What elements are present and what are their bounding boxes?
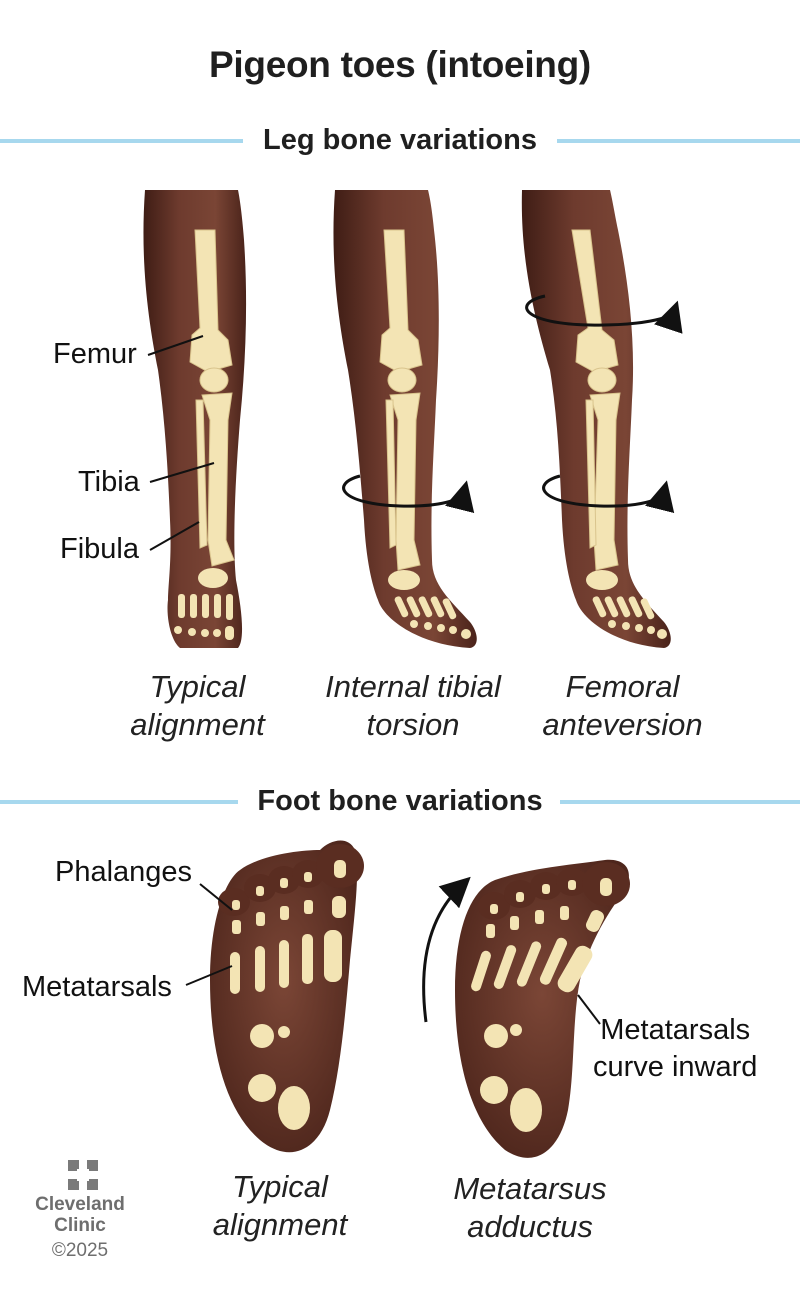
leg-section-rule-left: [0, 139, 243, 143]
copyright-text: ©2025: [51, 1240, 109, 1261]
rotation-arrow-icon: [542, 474, 675, 514]
label-metatarsals: Metatarsals: [22, 971, 172, 1003]
label-metatarsals-curve-inward: Metatarsals curve inward: [593, 1014, 758, 1083]
curve-arrow-icon: [422, 876, 471, 1023]
label-phalanges: Phalanges: [55, 856, 193, 888]
foot-metatarsus-adductus-illustration: [422, 859, 630, 1158]
logo-name-line1: Cleveland: [35, 1194, 125, 1215]
leg-typical-illustration: [140, 180, 250, 648]
leg-femoral-anteversion-illustration: [515, 180, 683, 648]
rotation-arrow-icon: [525, 294, 683, 334]
label-fibula: Fibula: [60, 533, 139, 565]
foot-section-rule-right: [560, 800, 800, 804]
cleveland-clinic-logo: Cleveland Clinic ©2025: [30, 1194, 130, 1262]
cleveland-clinic-logo-icon: [68, 1160, 98, 1190]
foot-section-title: Foot bone variations: [257, 785, 543, 817]
label-femur: Femur: [53, 338, 137, 370]
leg-tibial-torsion-illustration: [330, 180, 477, 648]
leg-section-title: Leg bone variations: [263, 124, 537, 156]
page-title: Pigeon toes (intoeing): [209, 44, 591, 85]
logo-name-line2: Clinic: [54, 1215, 106, 1236]
foot-typical-illustration: [210, 840, 364, 1153]
rotation-arrow-icon: [342, 474, 475, 514]
leg-section-rule-right: [557, 139, 800, 143]
foot-section-rule-left: [0, 800, 238, 804]
label-tibia: Tibia: [78, 466, 140, 498]
